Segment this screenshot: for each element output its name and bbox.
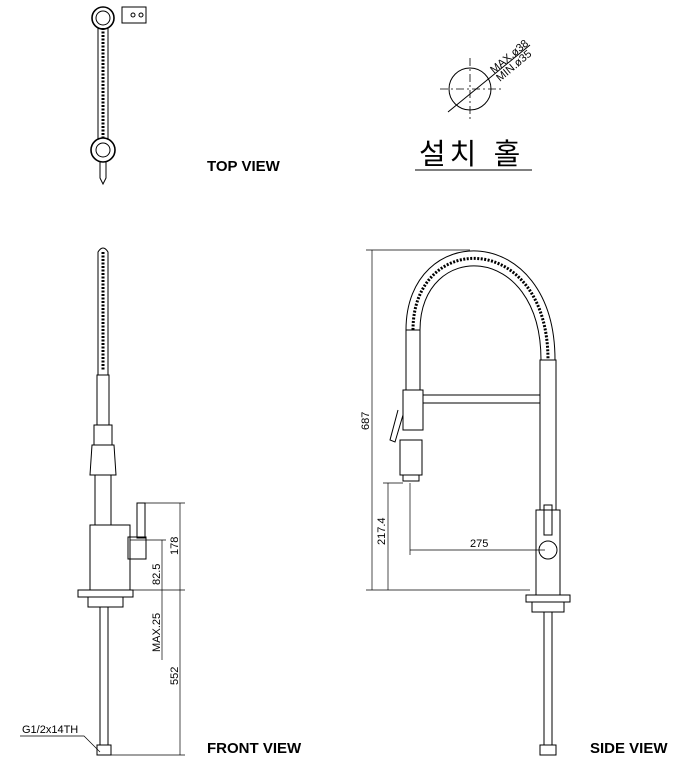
dim-max-25: MAX.25 [151,613,163,652]
dim-178: 178 [169,537,181,555]
top-view-drawing [90,6,147,186]
dim-217-4: 217.4 [376,517,388,545]
dim-82-5: 82.5 [151,564,163,585]
side-view-drawing [366,249,571,756]
install-hole-drawing: MAX.ø38 MIN.ø35 [440,38,534,120]
dim-275: 275 [470,538,488,550]
side-view-label: SIDE VIEW [590,740,668,757]
front-view-drawing [77,247,185,756]
install-hole-title: 설치 홀 [419,137,524,171]
front-view-label: FRONT VIEW [207,740,302,757]
dim-687: 687 [360,412,372,430]
dim-552: 552 [169,667,181,685]
thread-spec: G1/2x14TH [22,724,78,736]
top-view-label: TOP VIEW [207,158,281,175]
